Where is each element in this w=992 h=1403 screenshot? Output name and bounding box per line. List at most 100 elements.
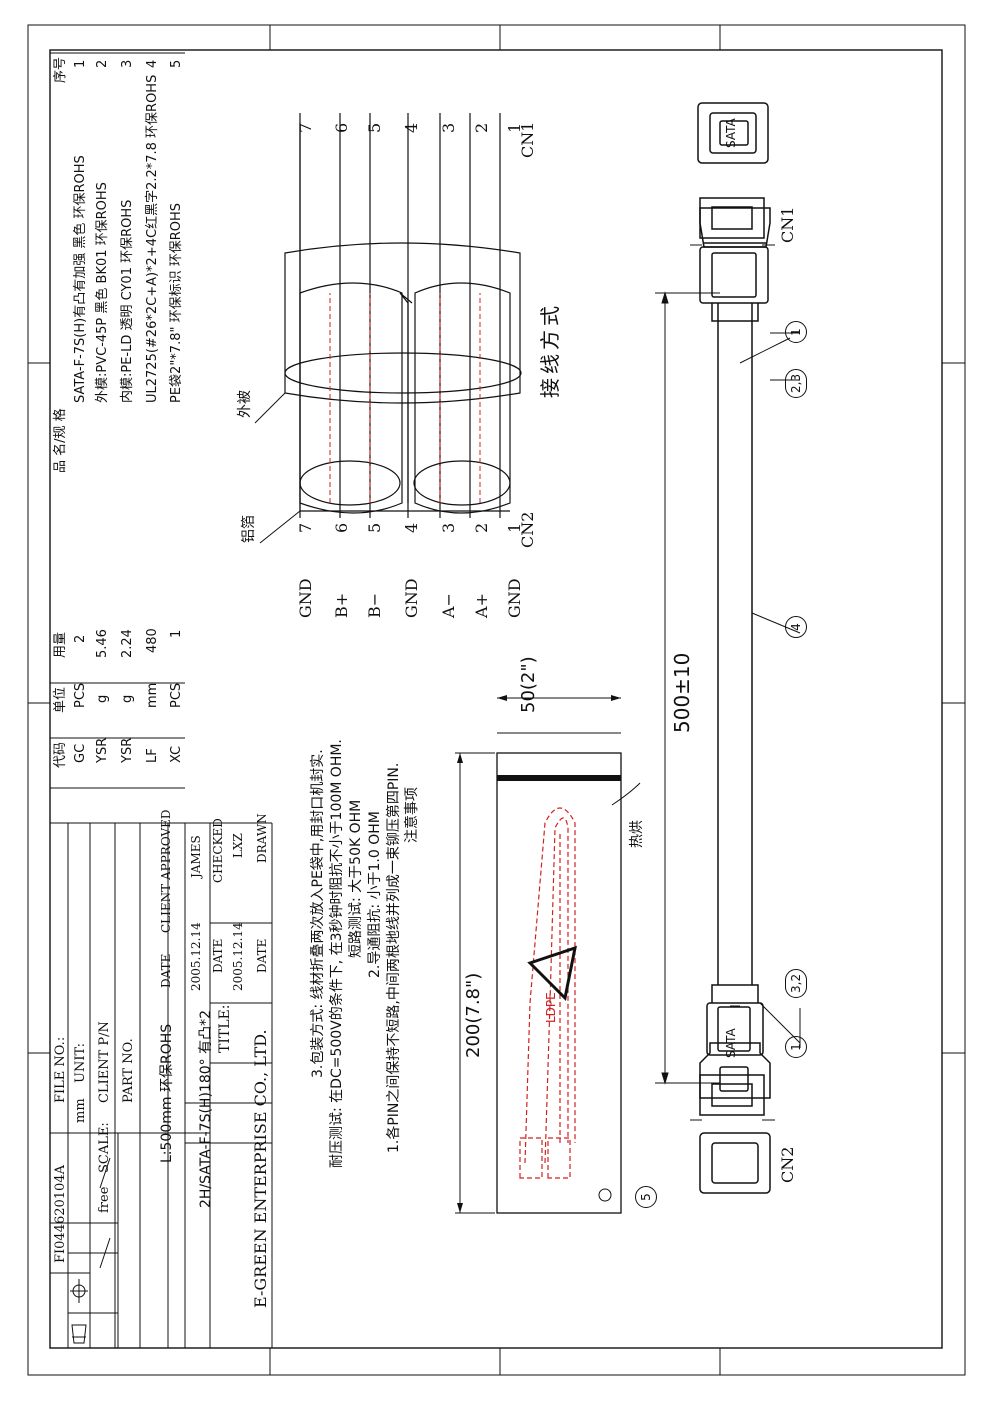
note-2c: 耐压测试: 在DC=500V的条件下, 在3秒钟时阻抗不小于100M OHM. bbox=[329, 739, 345, 1168]
callout-32: 3,2 bbox=[785, 968, 807, 998]
bom-row-no: 4 bbox=[145, 59, 160, 68]
unit-value: mm bbox=[73, 1098, 88, 1123]
note-1: 1.各PIN之间保持不短路,中间两根地线并列成一束铆压第四PIN. bbox=[386, 762, 402, 1153]
callout-1b: 1 bbox=[785, 1036, 807, 1058]
file-no-label: FILE NO.: bbox=[53, 1036, 68, 1103]
checked-label: CHECKED bbox=[211, 818, 225, 883]
projection-symbol bbox=[70, 1279, 88, 1344]
bom-row-qty: 480 bbox=[145, 628, 160, 653]
bom-header-no: 序号 bbox=[53, 56, 68, 83]
drawn-date-label: DATE bbox=[255, 938, 269, 973]
bom-row-unit: g bbox=[120, 694, 135, 703]
bom-row-qty: 5.46 bbox=[95, 629, 110, 658]
client-pn-label: CLIENT P/N bbox=[97, 1021, 112, 1103]
signal-name: A+ bbox=[472, 593, 491, 618]
bom-row-qty: 1 bbox=[169, 629, 184, 638]
pin-number: 5 bbox=[365, 522, 384, 533]
signal-name: A− bbox=[439, 593, 458, 618]
bom-row-spec: SATA-F-7S(H)有凸有加强 黑色 环保ROHS bbox=[73, 155, 88, 403]
checked-date-label: DATE bbox=[211, 938, 225, 973]
client-date-label: DATE bbox=[159, 953, 173, 988]
bom-header-spec: 品 名/规 格 bbox=[53, 408, 68, 473]
bom-row-unit: PCS bbox=[169, 682, 184, 708]
outer-frame bbox=[27, 24, 966, 1376]
bag-width-dimension: 50(2") bbox=[518, 656, 539, 713]
note-2: 2.导通阻抗: 小于1.0 OHM bbox=[367, 811, 383, 978]
cn2-boot bbox=[699, 1042, 771, 1099]
bom-row-qty: 2 bbox=[73, 634, 88, 643]
pin-number: 2 bbox=[472, 522, 491, 533]
callout-1: 1 bbox=[785, 321, 807, 343]
pin-number: 5 bbox=[365, 122, 384, 133]
signal-name: B+ bbox=[332, 592, 351, 618]
title-line-2: L:500mm 环保ROHS bbox=[159, 1023, 175, 1163]
title-line-1: 2H/SATA-F-7S(H)180° 有凸*2 bbox=[198, 1009, 214, 1208]
sata-text-2: SATA bbox=[724, 1028, 738, 1058]
bom-row-code: LF bbox=[145, 748, 160, 763]
cn2-face-front bbox=[699, 1074, 765, 1116]
title-block-lines bbox=[50, 822, 273, 1348]
bom-row-qty: 2.24 bbox=[120, 629, 135, 658]
pin-number: 2 bbox=[472, 122, 491, 133]
length-dimension: 500±10 bbox=[670, 652, 694, 733]
bom-row-code: GC bbox=[73, 743, 88, 763]
pin-number: 1 bbox=[505, 122, 524, 133]
drawn-by: LXZ bbox=[231, 833, 245, 858]
wiring-title: 接线方式 bbox=[538, 302, 562, 398]
callout-4: 4 bbox=[785, 616, 807, 638]
bom-row-unit: PCS bbox=[73, 682, 88, 708]
bom-row-no: 3 bbox=[120, 59, 135, 68]
callout-5: 5 bbox=[635, 1186, 657, 1208]
cn1-face-back bbox=[697, 102, 769, 164]
bom-row-code: YSR bbox=[95, 737, 110, 763]
pin-number: 1 bbox=[505, 522, 524, 533]
signal-pairs bbox=[329, 293, 481, 503]
bom-row-spec: UL2725(#26*2C+A)*2+4C红黑字2.2*7.8 环保ROHS bbox=[145, 74, 160, 403]
signal-name: GND bbox=[296, 578, 315, 618]
signal-name: GND bbox=[505, 578, 524, 618]
pin-number: 7 bbox=[296, 122, 315, 133]
cn2-face-label: CN2 bbox=[778, 1146, 797, 1183]
bom-row-code: XC bbox=[169, 745, 184, 763]
bag-length-dimension: 200(7.8") bbox=[463, 972, 484, 1058]
bom-row-unit: g bbox=[95, 694, 110, 703]
drawn-date: 2005.12.14 bbox=[231, 922, 245, 991]
signal-name: B− bbox=[365, 592, 384, 618]
signal-name: GND bbox=[402, 578, 421, 618]
checked-by: JAMES bbox=[189, 835, 203, 878]
pin-number: 4 bbox=[402, 122, 421, 133]
wiring-section bbox=[284, 113, 522, 518]
pe-bag bbox=[455, 695, 641, 1214]
leaders bbox=[655, 244, 801, 1121]
title-label: TITLE: bbox=[217, 1004, 233, 1053]
bom-header-code: 代码 bbox=[53, 741, 68, 768]
bom-row-code: YSR bbox=[120, 737, 135, 763]
jacket-label: 外被 bbox=[237, 390, 253, 418]
cn2-face-back bbox=[699, 1132, 771, 1194]
label-leaders bbox=[254, 392, 301, 544]
bom-row-no: 1 bbox=[73, 59, 88, 68]
ldpe-label: LDPE bbox=[544, 992, 558, 1023]
bom-row-spec: 外模:PVC-45P 黑色 BK01 环保ROHS bbox=[95, 182, 110, 403]
cable-assembly bbox=[697, 102, 771, 1194]
bom-header-unit: 单位 bbox=[53, 686, 68, 713]
pin-number: 4 bbox=[402, 522, 421, 533]
inner-frame bbox=[49, 49, 943, 1349]
bom-row-unit: mm bbox=[145, 682, 160, 708]
pin-number: 3 bbox=[439, 522, 458, 533]
unit-label: UNIT: bbox=[73, 1042, 88, 1083]
file-no-value: FI044620104A bbox=[53, 1165, 68, 1263]
pin-number: 7 bbox=[296, 522, 315, 533]
scale-value: free bbox=[97, 1186, 112, 1213]
pin-number: 6 bbox=[332, 522, 351, 533]
checked-date: 2005.12.14 bbox=[189, 922, 203, 991]
company-name: E-GREEN ENTERPRISE CO., LTD. bbox=[251, 1029, 270, 1308]
pin-number: 6 bbox=[332, 122, 351, 133]
callout-23: 2,3 bbox=[785, 368, 807, 398]
bom-row-spec: PE袋2"*7.8" 环保标识 环保ROHS bbox=[169, 202, 184, 403]
cn1-housing bbox=[699, 246, 769, 304]
bom-row-no: 5 bbox=[169, 59, 184, 68]
